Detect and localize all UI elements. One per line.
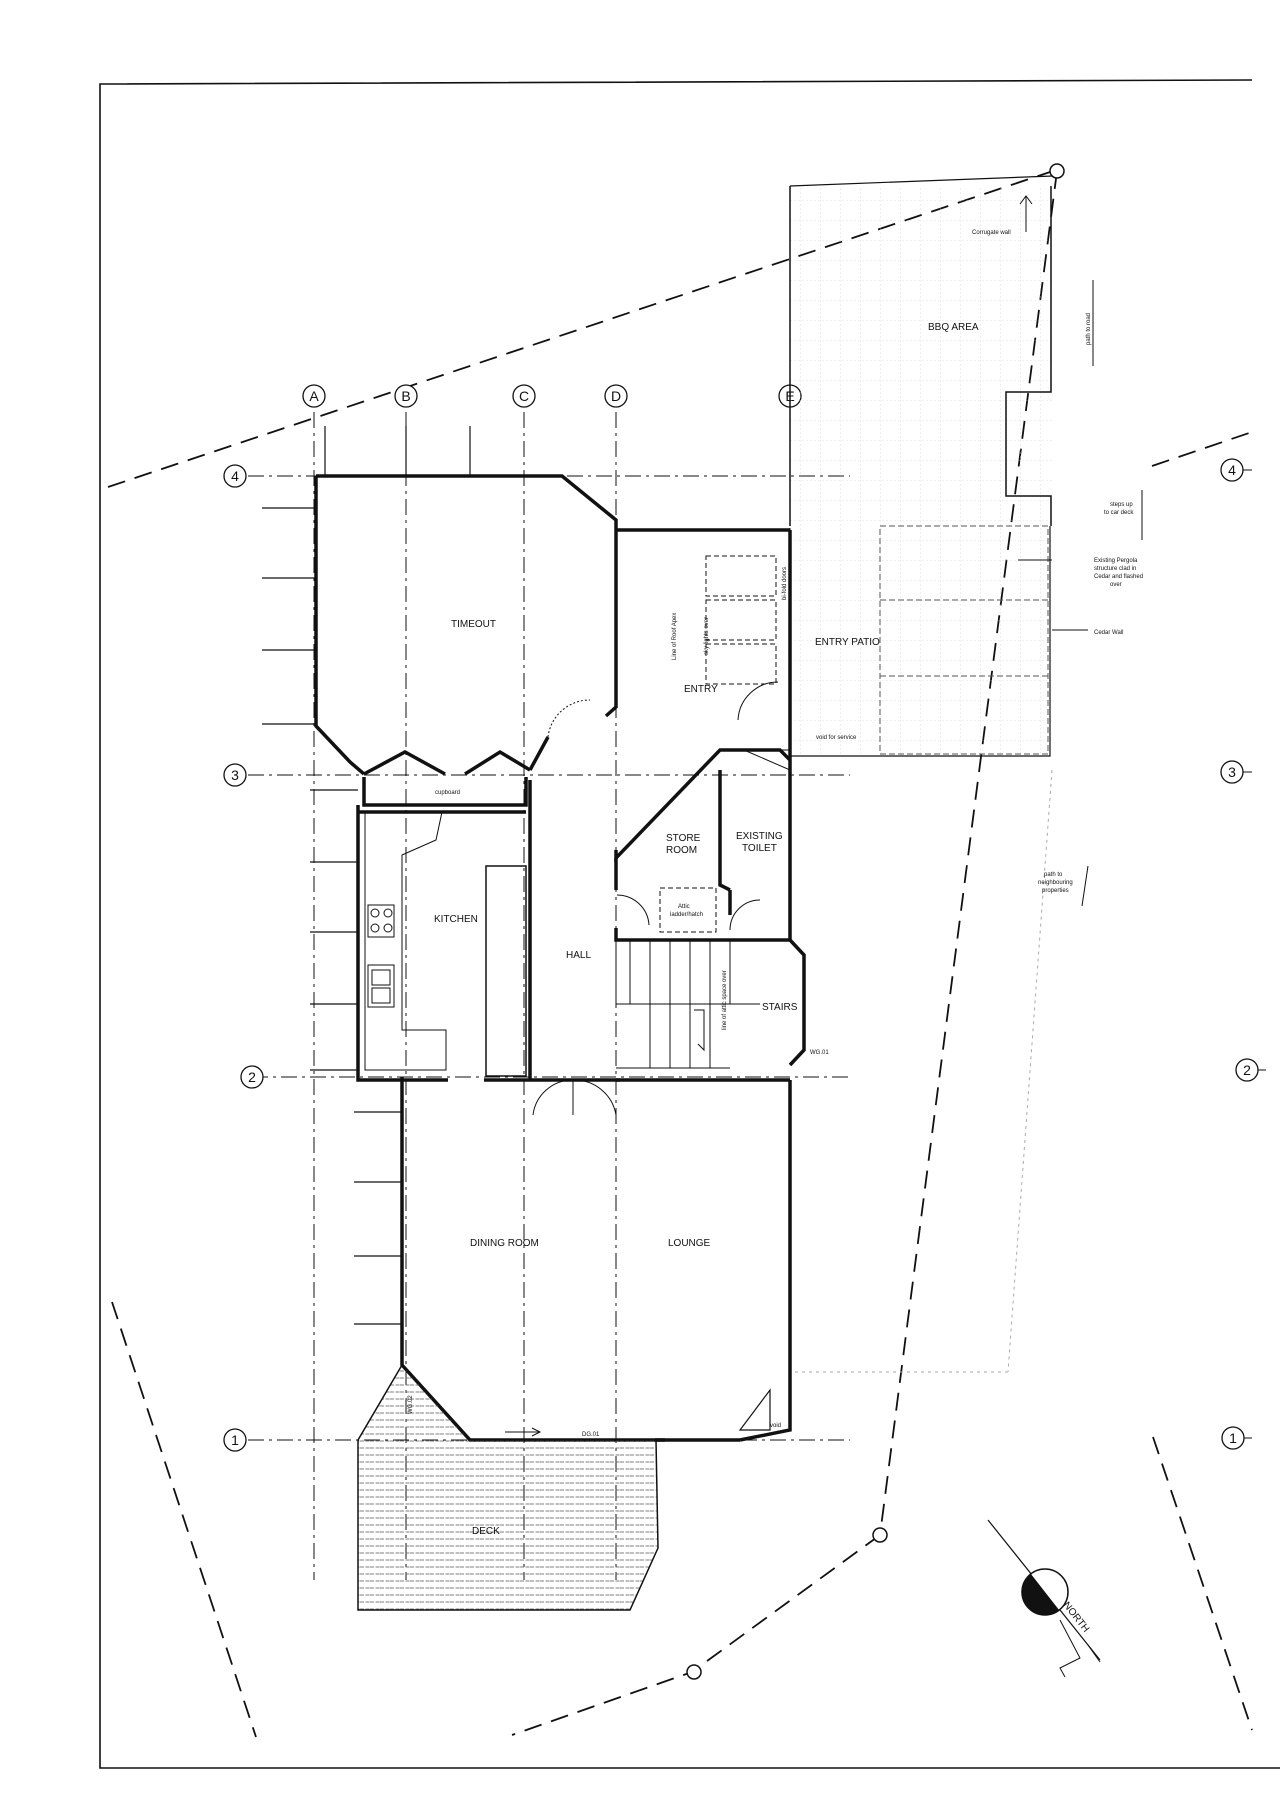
- note-dg01: DG.01: [582, 1432, 600, 1438]
- grid-lines: [248, 412, 850, 1580]
- grid-label-2: 2: [248, 1069, 256, 1085]
- grid-label-a: A: [309, 388, 319, 404]
- note-line-of-attic-space: line of attic space over: [722, 970, 728, 1030]
- note-path-to-road: path to road: [1086, 313, 1092, 345]
- annotation-arrows: [505, 195, 1143, 1437]
- note-to-car-deck: to car deck: [1104, 510, 1134, 516]
- note-pergola-1: Existing Pergola: [1094, 558, 1138, 564]
- room-label-store: STORE: [666, 833, 701, 844]
- sheet-border: [99, 79, 1280, 1769]
- note-bifold-doors: bi-fold doors: [782, 567, 788, 600]
- note-attic: Attic: [678, 904, 690, 910]
- exterior-rafters: [262, 426, 471, 1325]
- boundary-pegs: [686, 163, 1065, 1680]
- grid-label-4-right: 4: [1228, 462, 1236, 478]
- room-label-bbq-area: BBQ AREA: [928, 322, 979, 333]
- grid-label-1-right: 1: [1229, 1430, 1237, 1446]
- room-label-stairs: STAIRS: [762, 1002, 798, 1013]
- bbq-area: [789, 175, 1054, 526]
- note-sky-lights-over: sky lights over: [704, 617, 710, 655]
- grid-bubbles: [223, 384, 1259, 1452]
- room-label-entry-patio: ENTRY PATIO: [815, 637, 880, 648]
- room-label-entry: ENTRY: [684, 684, 718, 695]
- grid-label-b: B: [401, 388, 410, 404]
- note-corrugate-wall: Corrugate wall: [972, 230, 1011, 236]
- grid-label-3-right: 3: [1228, 764, 1236, 780]
- room-label-existing: EXISTING: [736, 831, 783, 842]
- note-void: void: [770, 1423, 781, 1429]
- interior-details: [364, 555, 791, 1431]
- note-wg02: WG.02: [408, 1395, 414, 1414]
- note-neighbouring: neighbouring: [1038, 880, 1073, 886]
- room-label-toilet: TOILET: [742, 843, 777, 854]
- note-properties: properties: [1042, 888, 1069, 894]
- note-steps-up: steps up: [1110, 502, 1133, 508]
- note-ladder-hatch: ladder/hatch: [670, 912, 703, 918]
- north-arrow: [987, 1519, 1101, 1678]
- grid-ticks: [1243, 469, 1266, 1439]
- entry-patio: [790, 525, 1052, 757]
- deck: [357, 1363, 659, 1611]
- grid-label-4: 4: [231, 468, 239, 484]
- note-pergola-4: over: [1110, 582, 1122, 588]
- note-wg01: WG.01: [810, 1050, 829, 1056]
- grid-label-c: C: [519, 388, 529, 404]
- room-label-kitchen: KITCHEN: [434, 914, 478, 925]
- site-boundary: [107, 169, 1253, 1738]
- note-void-for-service: void for service: [816, 735, 857, 741]
- note-path-to: path to: [1044, 872, 1063, 878]
- grid-label-d: D: [611, 388, 621, 404]
- neighbour-outline: [790, 769, 1053, 1373]
- note-cupboard: cupboard: [435, 790, 460, 796]
- grid-label-2-right: 2: [1243, 1062, 1251, 1078]
- building-walls: [314, 474, 806, 1442]
- note-pergola-2: structure clad in: [1094, 566, 1136, 572]
- room-label-deck: DECK: [472, 1526, 500, 1537]
- room-label-dining-room: DINING ROOM: [470, 1238, 539, 1249]
- room-label-store-room: ROOM: [666, 845, 697, 856]
- room-label-timeout: TIMEOUT: [451, 619, 496, 630]
- grid-label-3: 3: [231, 767, 239, 783]
- note-cedar-wall: Cedar Wall: [1094, 630, 1123, 636]
- room-label-lounge: LOUNGE: [668, 1238, 711, 1249]
- grid-label-1: 1: [231, 1432, 239, 1448]
- note-line-of-roof-apex: Line of Roof Apex: [672, 613, 678, 660]
- room-label-hall: HALL: [566, 950, 591, 961]
- note-pergola-3: Cedar and flashed: [1094, 574, 1143, 580]
